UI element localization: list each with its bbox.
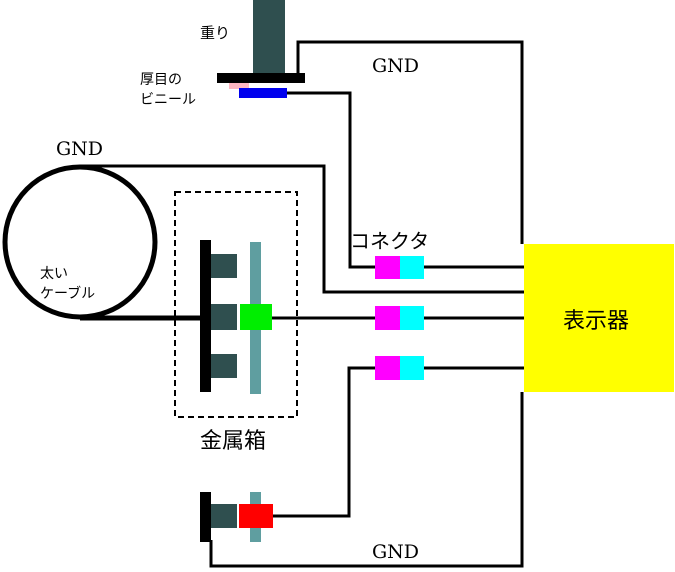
plate [217, 73, 305, 83]
vinyl-pad [229, 83, 249, 89]
gnd-label-top: GND [372, 55, 419, 77]
cable-label-line2: ケーブル [40, 285, 95, 302]
gnd-wire-top [296, 40, 524, 244]
lower-ground-bar [200, 492, 211, 542]
weight-block [253, 0, 285, 75]
weight-label: 重り [200, 24, 230, 42]
vinyl-label-line1: 厚目の [140, 72, 182, 88]
display-label: 表示器 [563, 309, 629, 334]
thick-cable [2, 164, 210, 321]
dark-block-bottom [211, 354, 237, 378]
connector-label: コネクタ [350, 229, 429, 253]
dark-block-mid [211, 304, 237, 330]
connector-2-right [400, 306, 424, 330]
cable-gnd-wire [80, 164, 524, 294]
connector-2-left [375, 306, 400, 330]
green-contact [240, 304, 272, 330]
red-contact-wire [273, 366, 375, 518]
gnd-wire-bottom [209, 392, 524, 568]
metal-box-label: 金属箱 [200, 429, 266, 454]
gnd-label-left: GND [56, 138, 103, 160]
display-box [524, 244, 674, 392]
blue-sensor [239, 88, 287, 98]
connector-1-right [400, 256, 424, 279]
vinyl-label-line2: ビニール [140, 92, 196, 108]
sensor-wire [287, 91, 375, 269]
cable-label-line1: 太い [40, 266, 68, 282]
connector-1 [375, 256, 424, 279]
lower-dark-block [211, 504, 237, 528]
connector-1-left [375, 256, 400, 279]
connector-3-right [400, 356, 424, 380]
ground-bar [200, 240, 211, 392]
wires [80, 40, 524, 568]
gnd-label-bottom: GND [372, 541, 419, 563]
red-contact [239, 504, 273, 528]
metal-box-outline [174, 191, 298, 418]
connector-3 [375, 356, 424, 380]
connector-2 [375, 306, 424, 330]
dark-block-top [211, 254, 237, 278]
connector-3-left [375, 356, 400, 380]
